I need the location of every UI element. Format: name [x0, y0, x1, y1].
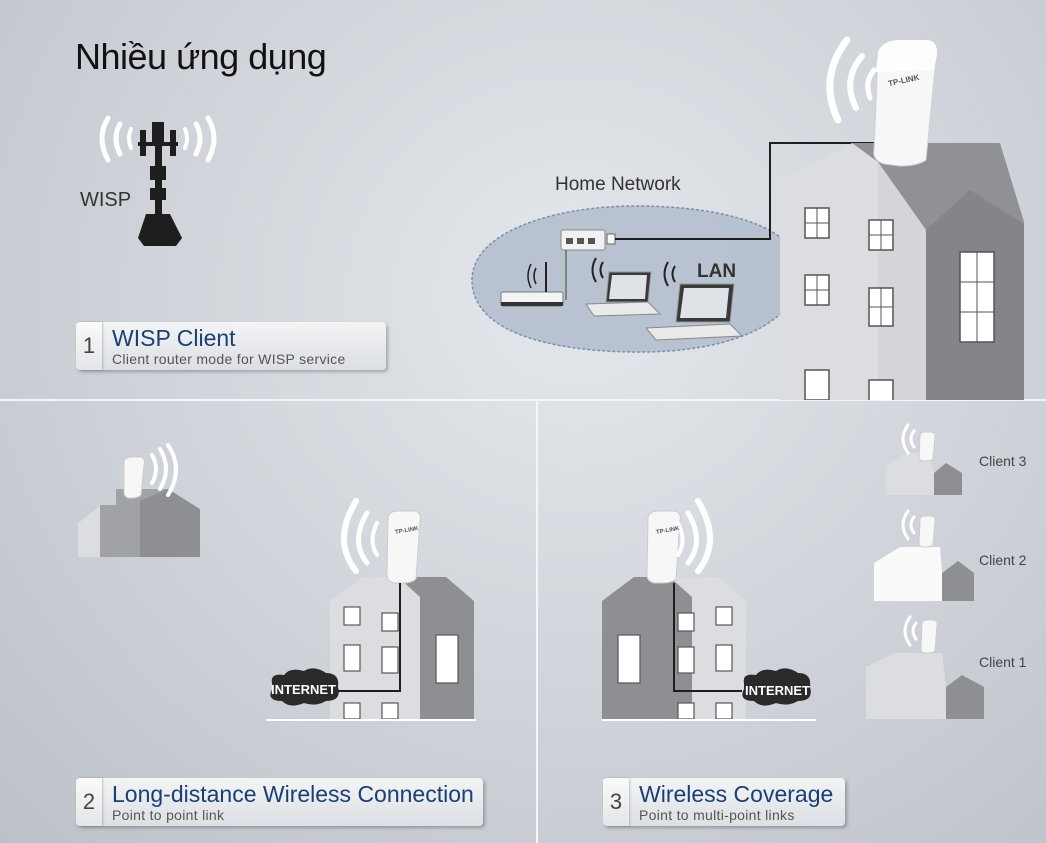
feature-card-wireless-coverage: 3 Wireless Coverage Point to multi-point…: [603, 778, 845, 826]
client-house-1: [866, 615, 984, 719]
client-house-3: [886, 423, 962, 495]
wisp-tower-icon: [99, 115, 217, 246]
lan-label: LAN: [697, 261, 737, 282]
section-divider-horizontal: [0, 399, 1046, 401]
feature-card-number: 1: [76, 322, 102, 370]
section-wisp-client-illustration: [99, 36, 1024, 400]
house-large: [780, 143, 1024, 400]
house-base-station: [602, 498, 746, 720]
page-title: Nhiều ứng dụng: [75, 36, 327, 77]
feature-card-subtitle: Point to point link: [112, 807, 225, 823]
client-1-label: Client 1: [979, 654, 1027, 670]
feature-card-number: 3: [603, 778, 629, 826]
internet-cloud-icon: [270, 668, 339, 706]
feature-card-long-distance: 2 Long-distance Wireless Connection Poin…: [76, 778, 483, 826]
house-small-remote: [78, 443, 200, 557]
feature-card-title: Long-distance Wireless Connection: [112, 781, 474, 807]
client-3-label: Client 3: [979, 453, 1027, 469]
feature-card-title: Wireless Coverage: [639, 781, 834, 807]
feature-card-title: WISP Client: [112, 325, 236, 351]
house-medium-local: [330, 498, 474, 720]
internet-label-2: INTERNET: [745, 683, 810, 698]
client-2-label: Client 2: [979, 552, 1027, 568]
feature-card-wisp-client: 1 WISP Client Client router mode for WIS…: [76, 322, 386, 370]
home-network-bubble: [471, 205, 830, 353]
section-point-to-point-illustration: [78, 443, 476, 721]
outdoor-access-point-large: [826, 36, 938, 167]
feature-card-subtitle: Client router mode for WISP service: [112, 351, 346, 367]
internet-cloud-icon-2: [742, 668, 811, 706]
client-house-2: [874, 509, 974, 601]
internet-label-1: INTERNET: [271, 682, 336, 697]
section-multi-point-illustration: [602, 423, 984, 721]
home-network-label: Home Network: [555, 174, 681, 195]
feature-card-subtitle: Point to multi-point links: [639, 807, 795, 823]
section-divider-vertical: [536, 401, 538, 843]
wisp-label: WISP: [80, 189, 132, 211]
feature-card-number: 2: [76, 778, 102, 826]
